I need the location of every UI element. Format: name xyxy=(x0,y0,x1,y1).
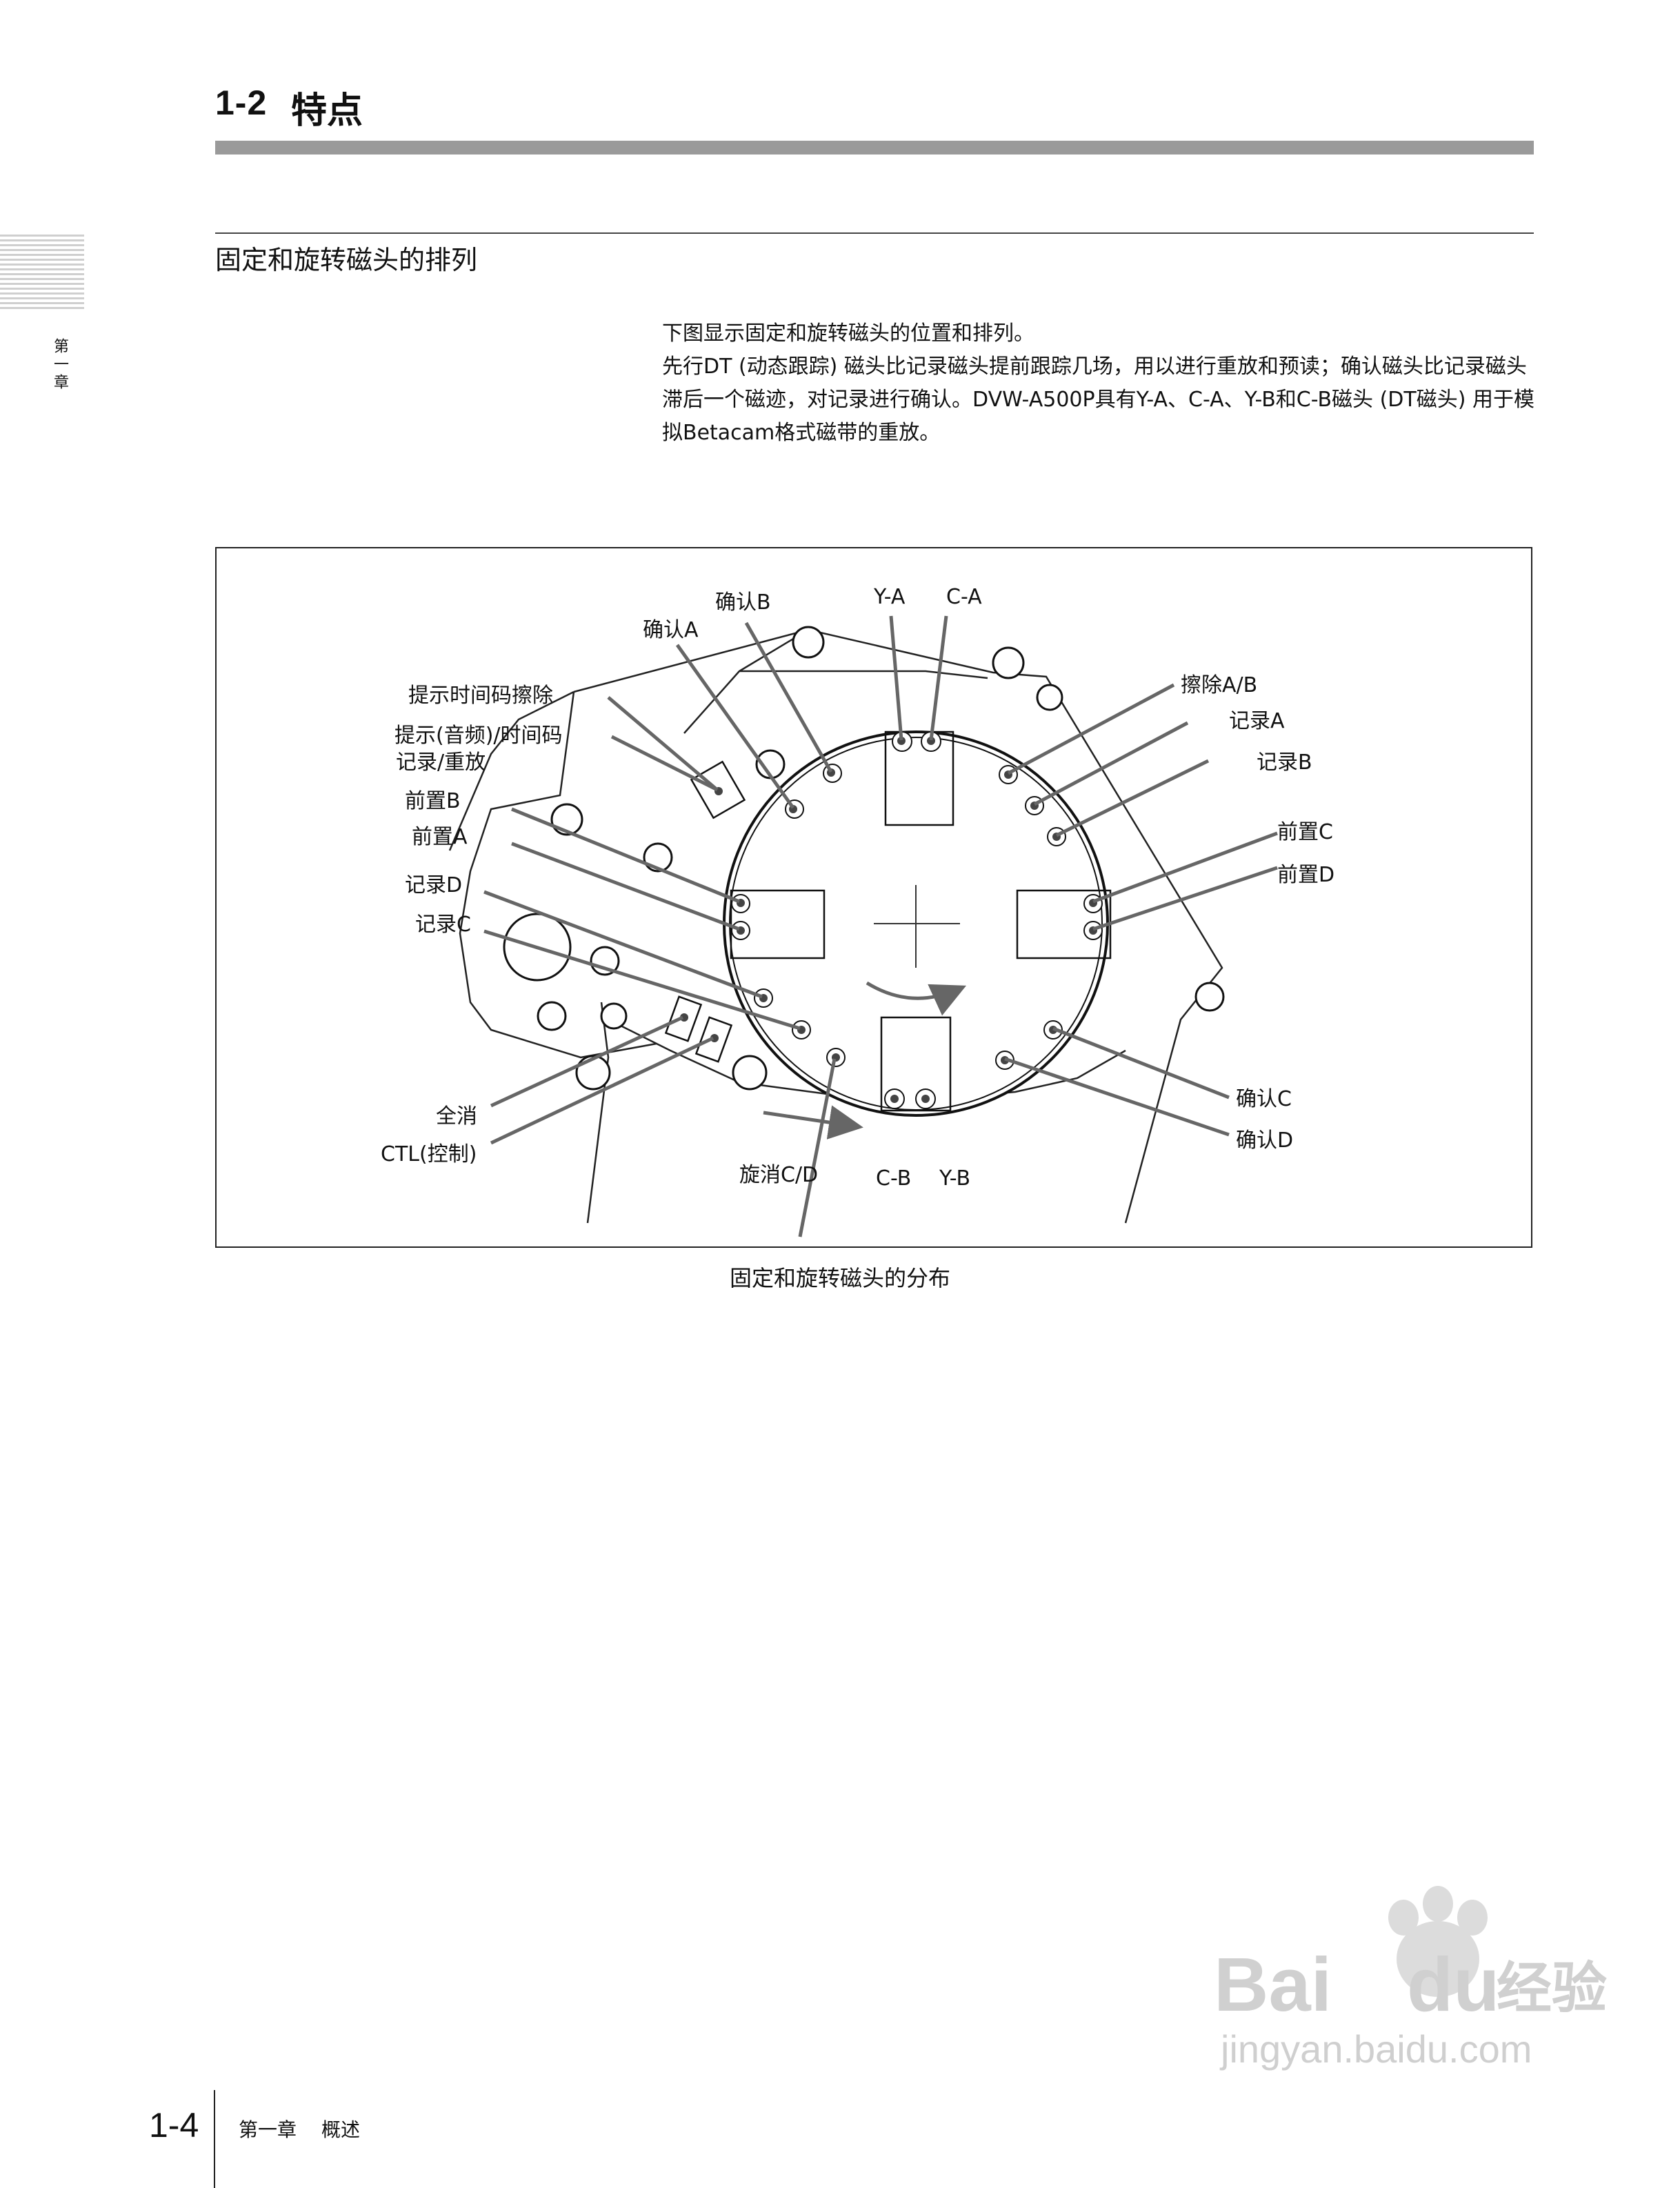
figure-caption: 固定和旋转磁头的分布 xyxy=(729,1265,950,1291)
intro-text: 下图显示固定和旋转磁头的位置和排列。 先行DT (动态跟踪) 磁头比记录磁头提前… xyxy=(662,317,1537,450)
page-number: 1-4 xyxy=(149,2106,199,2145)
intro-paragraph-1: 下图显示固定和旋转磁头的位置和排列。 xyxy=(662,321,1034,346)
roller xyxy=(575,1055,611,1091)
label-full-erase: 全消 xyxy=(436,1104,477,1128)
diagram-labels: 确认B Y-A C-A 确认A 提示时间码擦除 提示(音频)/时间码 记录/重放… xyxy=(381,585,1334,1191)
label-c-b: C-B xyxy=(876,1166,911,1191)
label-confirm-b: 确认B xyxy=(715,590,771,615)
roller xyxy=(1036,684,1063,711)
leader-lines xyxy=(483,615,1278,1237)
paw-logo-icon xyxy=(1388,1886,1488,1997)
baidu-watermark: Bai du 经验 jingyan.baidu.com xyxy=(1214,1886,1607,2071)
subheading-rule xyxy=(215,232,1534,234)
label-y-a: Y-A xyxy=(873,585,906,609)
intro-paragraph-2: 先行DT (动态跟踪) 磁头比记录磁头提前跟踪几场，用以进行重放和预读；确认磁头… xyxy=(662,355,1534,445)
label-erase-ab: 擦除A/B xyxy=(1181,673,1257,697)
figure-frame xyxy=(215,547,1532,1248)
watermark-brand: Bai xyxy=(1214,1942,1332,2027)
label-advance-d: 前置D xyxy=(1277,863,1334,887)
chapter-tab xyxy=(0,235,84,312)
watermark-url: jingyan.baidu.com xyxy=(1219,2027,1532,2071)
label-record-d: 记录D xyxy=(405,873,462,897)
roller xyxy=(792,626,825,659)
roller xyxy=(600,1002,628,1030)
tape-direction-arrow xyxy=(763,1105,863,1140)
label-cue-audio-tc: 提示(音频)/时间码 xyxy=(394,724,563,748)
label-record-c: 记录C xyxy=(415,913,471,937)
label-advance-b: 前置B xyxy=(405,789,461,813)
label-confirm-a: 确认A xyxy=(643,618,699,642)
roller xyxy=(1194,982,1225,1012)
footer-rule xyxy=(214,2090,215,2188)
header-bar xyxy=(215,141,1534,155)
label-c-a: C-A xyxy=(946,585,982,609)
label-rec-play: 记录/重放 xyxy=(396,750,486,775)
label-ctl: CTL(控制) xyxy=(381,1142,477,1166)
roller xyxy=(732,1055,768,1091)
label-confirm-c: 确认C xyxy=(1236,1087,1292,1111)
watermark-service: 经验 xyxy=(1497,1956,1607,2020)
footer-title: 概述 xyxy=(321,2118,361,2141)
side-chapter-label: 第一章 xyxy=(51,338,68,392)
head-arrangement-diagram: 确认B Y-A C-A 确认A 提示时间码擦除 提示(音频)/时间码 记录/重放… xyxy=(381,585,1334,1237)
section-number: 1-2 xyxy=(215,83,268,122)
label-y-b: Y-B xyxy=(939,1166,970,1191)
fixed-heads xyxy=(664,760,746,1063)
label-record-b: 记录B xyxy=(1257,750,1312,775)
label-advance-c: 前置C xyxy=(1277,820,1333,844)
label-cue-tc-erase: 提示时间码擦除 xyxy=(408,684,553,708)
label-advance-a: 前置A xyxy=(412,825,468,849)
rotation-arrow xyxy=(866,981,967,1016)
subheading: 固定和旋转磁头的排列 xyxy=(215,245,478,275)
roller xyxy=(537,1001,567,1031)
label-record-a: 记录A xyxy=(1229,709,1285,733)
label-rotary-erase-cd: 旋消C/D xyxy=(739,1163,818,1187)
footer-chapter: 第一章 xyxy=(239,2118,297,2141)
roller xyxy=(992,646,1025,679)
label-confirm-d: 确认D xyxy=(1236,1128,1293,1153)
watermark-brand-du: du xyxy=(1407,1942,1499,2027)
section-title: 特点 xyxy=(291,90,363,132)
